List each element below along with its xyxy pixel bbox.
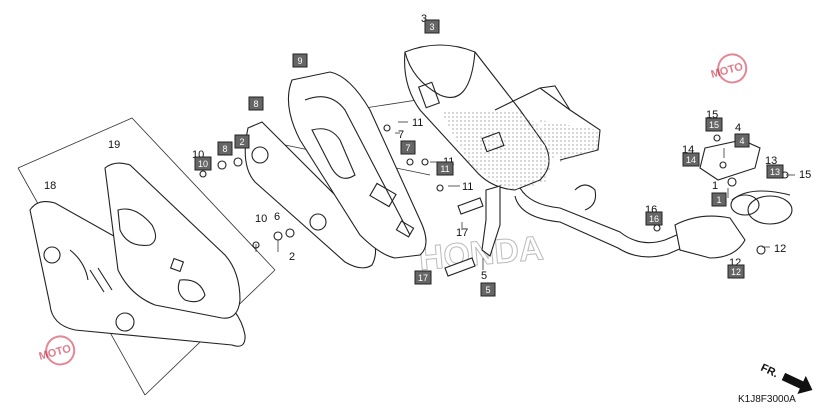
callout-16: 16: [645, 211, 663, 226]
svg-text:8: 8: [222, 144, 227, 154]
callout-9: 9: [292, 53, 308, 68]
svg-text:14: 14: [686, 155, 696, 165]
callout-10: 10: [194, 156, 212, 171]
callout-13: 13: [766, 164, 784, 179]
callout-3: 3: [424, 19, 440, 34]
muffler-body: [404, 44, 601, 192]
callout-5: 5: [480, 282, 496, 297]
svg-text:2: 2: [239, 137, 244, 147]
callout-11: 11: [436, 161, 454, 176]
svg-text:8: 8: [253, 99, 258, 109]
fasteners: [199, 124, 789, 277]
callout-14: 14: [682, 152, 700, 167]
svg-text:3: 3: [421, 13, 427, 25]
svg-text:5: 5: [481, 270, 487, 282]
svg-text:11: 11: [462, 181, 473, 193]
svg-text:6: 6: [274, 211, 280, 223]
callout-8: 8: [248, 96, 264, 111]
callout-15: 15: [705, 117, 723, 132]
muffler-cover: [287, 71, 427, 259]
svg-text:19: 19: [108, 139, 120, 151]
front-direction-arrow: FR.: [759, 362, 813, 395]
gasket: [699, 139, 761, 181]
callout-12: 12: [727, 264, 745, 279]
svg-text:10: 10: [198, 159, 208, 169]
callout-4: 4: [734, 133, 750, 148]
exhaust-pipe: [514, 184, 793, 259]
svg-text:17: 17: [456, 227, 468, 239]
moto-watermark-left: MOTO: [38, 335, 76, 366]
diagram-code: K1J8F3000A: [738, 394, 796, 405]
svg-text:1: 1: [712, 180, 718, 192]
svg-text:4: 4: [735, 122, 741, 134]
svg-text:11: 11: [412, 117, 423, 129]
svg-text:7: 7: [405, 143, 410, 153]
svg-text:9: 9: [297, 56, 302, 66]
svg-text:2: 2: [289, 251, 295, 263]
svg-text:10: 10: [255, 213, 267, 225]
callout-2: 2: [234, 134, 250, 149]
svg-text:3: 3: [429, 22, 434, 32]
svg-text:1: 1: [716, 195, 721, 205]
svg-text:MOTO: MOTO: [38, 343, 73, 363]
svg-text:16: 16: [649, 214, 659, 224]
svg-text:5: 5: [485, 285, 490, 295]
callout-17: 17: [414, 270, 432, 285]
svg-text:MOTO: MOTO: [710, 61, 745, 81]
svg-text:13: 13: [765, 155, 777, 167]
moto-watermark-right: MOTO: [710, 53, 748, 84]
callout-1: 1: [711, 192, 727, 207]
svg-text:15: 15: [709, 120, 719, 130]
svg-text:13: 13: [770, 167, 780, 177]
svg-text:15: 15: [799, 169, 811, 181]
svg-text:FR.: FR.: [759, 362, 780, 380]
callout-8b: 8: [217, 141, 233, 156]
callout-7: 7: [400, 140, 416, 155]
svg-text:11: 11: [440, 164, 449, 174]
svg-text:12: 12: [774, 243, 786, 255]
bracket-5: [481, 185, 501, 257]
svg-text:18: 18: [44, 180, 56, 192]
svg-text:7: 7: [398, 129, 404, 141]
svg-text:4: 4: [739, 136, 744, 146]
svg-text:12: 12: [731, 267, 741, 277]
inner-heat-shield: [104, 162, 241, 319]
svg-text:17: 17: [418, 273, 428, 283]
